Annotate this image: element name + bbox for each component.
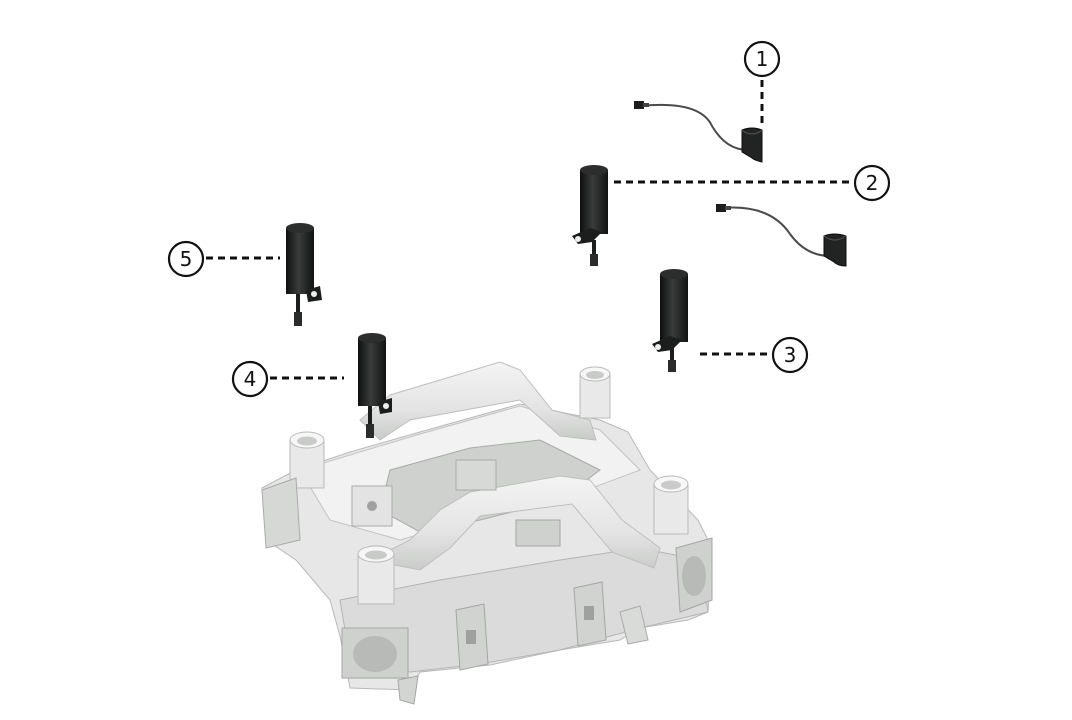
foot-front-left bbox=[397, 675, 419, 705]
bracket-front-3 bbox=[619, 605, 649, 645]
part-3-antenna-cylinder bbox=[652, 269, 688, 372]
leader-lines bbox=[206, 80, 852, 380]
frame-front-arch bbox=[368, 475, 661, 571]
socket-back-right bbox=[579, 366, 611, 419]
callout-5-label: 5 bbox=[180, 247, 193, 271]
socket-front-left bbox=[357, 545, 395, 605]
bracket-front-1 bbox=[455, 603, 489, 671]
callout-2-label: 2 bbox=[866, 171, 879, 195]
bracket-front-2 bbox=[573, 581, 607, 647]
socket-front-right bbox=[653, 475, 689, 535]
callout-4: 4 bbox=[231, 360, 269, 398]
callout-5: 5 bbox=[167, 240, 205, 278]
part-5-antenna-cylinder bbox=[286, 223, 322, 326]
callout-2: 2 bbox=[853, 164, 891, 202]
part-4-antenna-cylinder bbox=[358, 333, 392, 438]
part-1-cable-clip bbox=[634, 101, 763, 163]
callout-1-label: 1 bbox=[756, 47, 769, 71]
frame-center-block bbox=[351, 459, 561, 547]
frame-back-arch bbox=[359, 361, 597, 441]
callout-4-label: 4 bbox=[244, 367, 257, 391]
base-frame bbox=[261, 361, 713, 705]
tube-end-left bbox=[261, 477, 301, 549]
callout-3: 3 bbox=[771, 336, 809, 374]
callout-1: 1 bbox=[743, 40, 781, 78]
part-2-antenna-cylinder bbox=[572, 165, 608, 266]
tube-end-front-right bbox=[675, 537, 713, 613]
part-2-cable-clip bbox=[716, 204, 847, 267]
tube-end-front-left bbox=[341, 627, 409, 679]
callout-3-label: 3 bbox=[784, 343, 797, 367]
